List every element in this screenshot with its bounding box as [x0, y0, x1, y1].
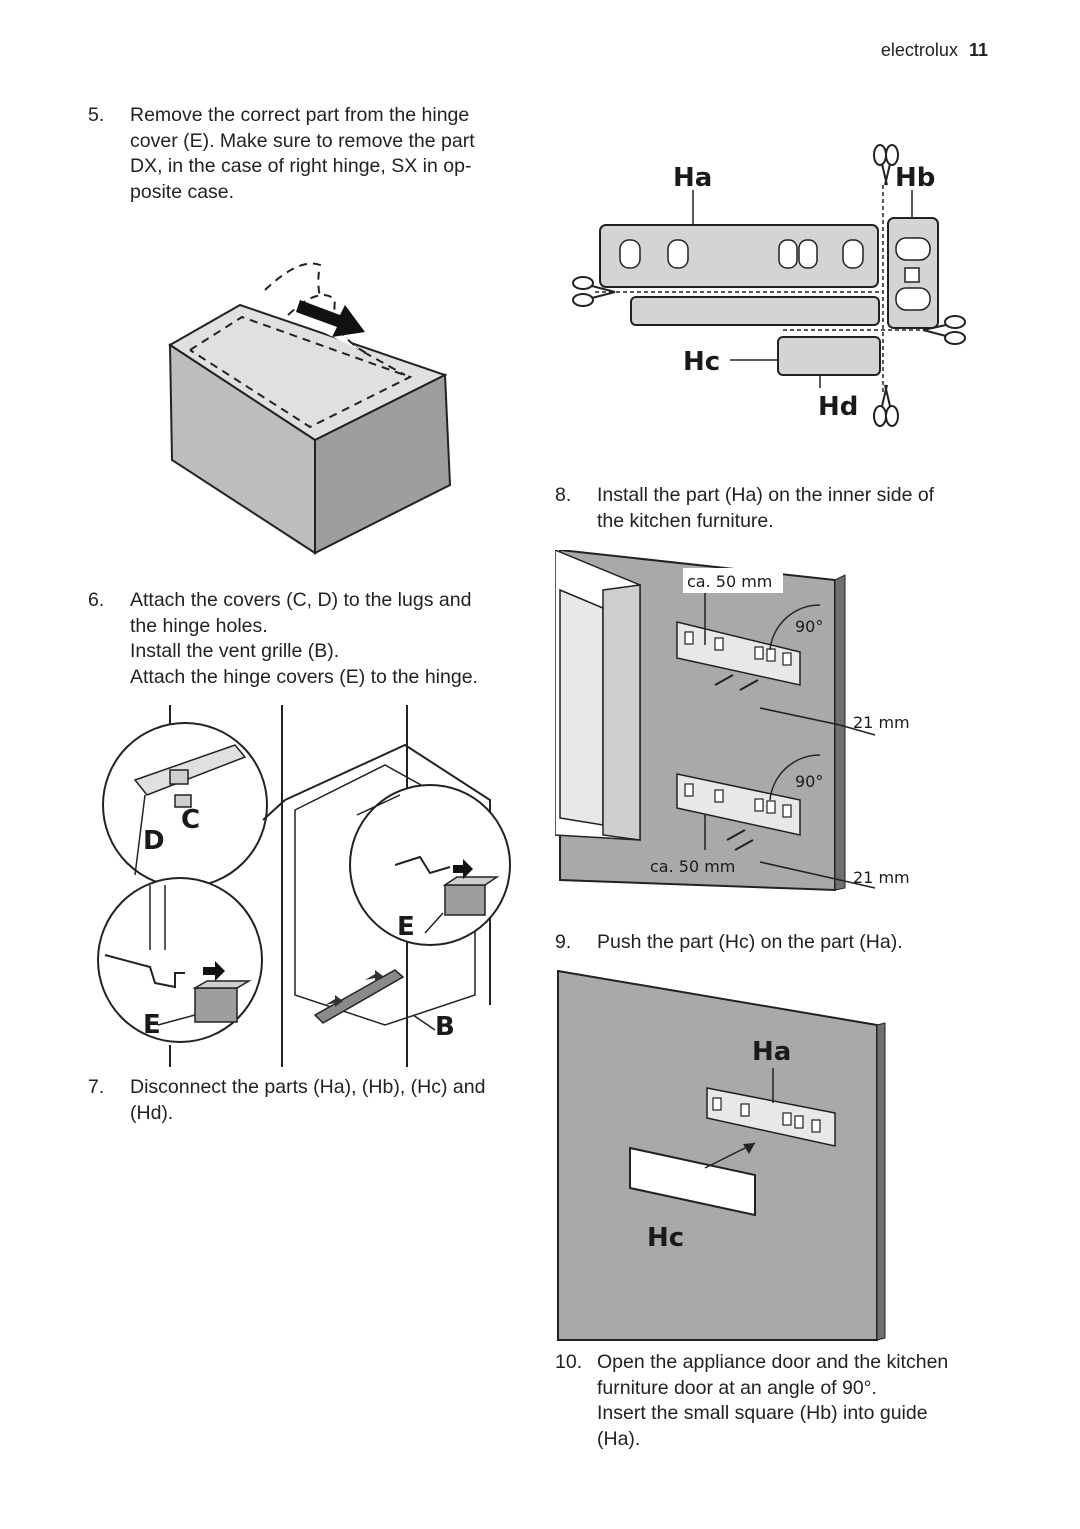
offset-bottom-label: 21 mm [853, 868, 910, 887]
step-7: 7. Disconnect the parts (Ha), (Hb), (Hc)… [88, 1075, 538, 1126]
step-number: 10. [555, 1351, 583, 1373]
step-number: 9. [555, 931, 572, 953]
step-text-line: Insert the small square (Hb) into guide [597, 1402, 928, 1424]
step-text-line: Install the vent grille (B). [130, 640, 340, 662]
step-10: 10. Open the appliance door and the kitc… [555, 1350, 1015, 1452]
step-8: 8. Install the part (Ha) on the inner si… [555, 483, 1015, 534]
distance-top-label: ca. 50 mm [687, 572, 772, 591]
step-number: 6. [88, 589, 105, 611]
label-ha: Ha [673, 163, 712, 193]
label-ha: Ha [752, 1037, 791, 1067]
step-number: 7. [88, 1076, 105, 1098]
page-number: 11 [968, 40, 988, 60]
step-text-line: (Hd). [130, 1101, 174, 1124]
label-hd: Hd [818, 392, 858, 422]
step-6: 6. Attach the covers (C, D) to the lugs … [88, 588, 538, 690]
step-text-line: Attach the hinge covers (E) to the hinge… [130, 665, 478, 688]
step-text-line: furniture door at an angle of 90°. [597, 1376, 877, 1399]
label-hc: Hc [683, 347, 720, 377]
step-number: 8. [555, 484, 572, 506]
step-text-line: the hinge holes. [130, 614, 268, 637]
offset-top-label: 21 mm [853, 713, 910, 732]
step-text-line: Push the part (Hc) on the part (Ha). [597, 931, 903, 953]
distance-bottom-label: ca. 50 mm [650, 857, 735, 876]
step-text-line: Install the part (Ha) on the inner side … [597, 484, 935, 506]
brand-name: electrolux [880, 40, 958, 60]
parts-separation-illustration: Ha Hb Hc Hd [572, 144, 966, 427]
angle-bottom-label: 90° [795, 772, 823, 791]
step-text-line: the kitchen furniture. [597, 509, 774, 532]
step-text-line: posite case. [130, 180, 235, 203]
label-e: E [397, 912, 415, 942]
label-e: E [143, 1010, 161, 1040]
step-text-line: DX, in the case of right hinge, SX in op… [130, 155, 472, 177]
hinge-cover-illustration [168, 262, 452, 555]
step-text-line: cover (E). Make sure to remove the part [130, 129, 475, 152]
step-9: 9. Push the part (Hc) on the part (Ha). [555, 930, 1015, 956]
page-header: electrolux 11 [881, 40, 988, 61]
label-d: D [143, 826, 165, 856]
label-b: B [435, 1012, 455, 1042]
label-c: C [181, 805, 200, 835]
step-text-line: Attach the covers (C, D) to the lugs and [130, 589, 472, 611]
label-hc: Hc [647, 1223, 684, 1253]
step-text-line: Remove the correct part from the hinge [130, 104, 470, 126]
step-text-line: (Ha). [597, 1427, 641, 1450]
step-text-line: Disconnect the parts (Ha), (Hb), (Hc) an… [130, 1076, 486, 1098]
angle-top-label: 90° [795, 617, 823, 636]
step-number: 5. [88, 104, 105, 126]
hinge-assembly-illustration: C D E E B [97, 705, 511, 1067]
label-hb: Hb [895, 163, 935, 193]
step-text-line: Open the appliance door and the kitchen [597, 1351, 949, 1373]
push-part-illustration: Ha Hc [557, 969, 886, 1341]
step-5: 5. Remove the correct part from the hing… [88, 103, 538, 205]
install-guide-illustration: ca. 50 mm ca. 50 mm 90° 90° 21 mm 21 mm [555, 550, 910, 892]
